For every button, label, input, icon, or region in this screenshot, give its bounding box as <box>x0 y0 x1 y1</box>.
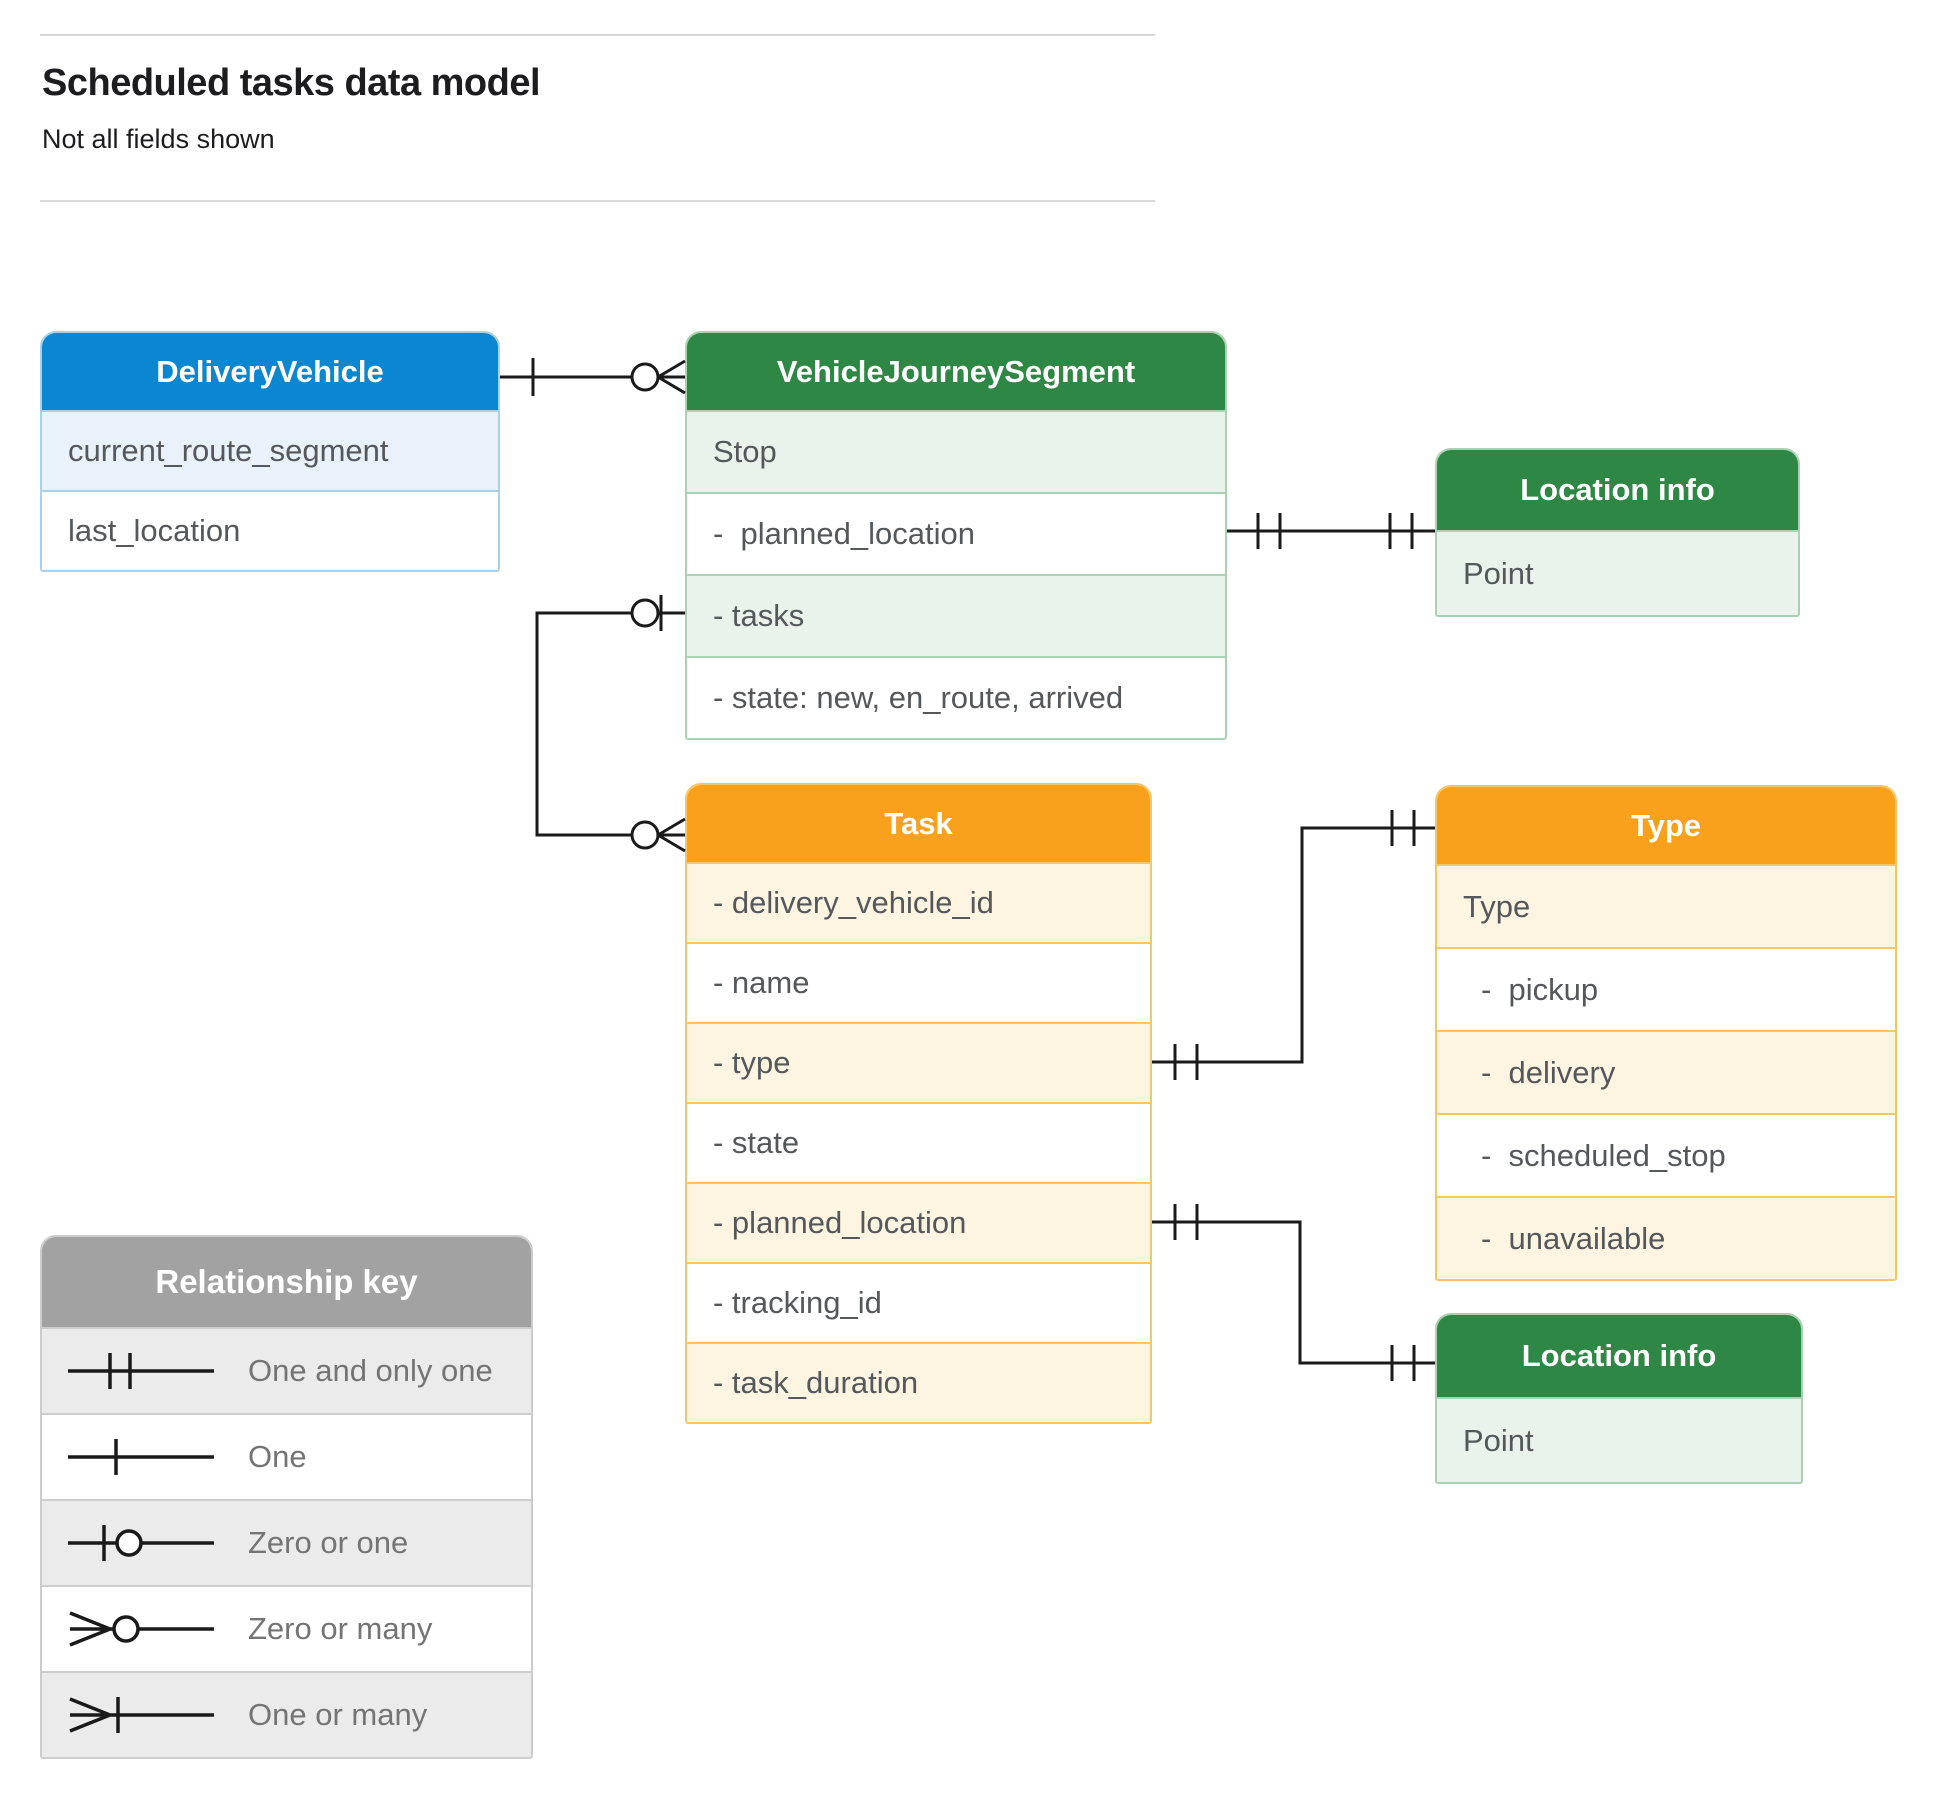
legend-item: One <box>42 1413 531 1499</box>
entity-task: Task - delivery_vehicle_id - name - type… <box>685 783 1152 1424</box>
one-or-many-symbol <box>69 1697 214 1733</box>
entity-vehicle-journey-segment: VehicleJourneySegment Stop - planned_loc… <box>685 331 1227 740</box>
entity-field: - state <box>687 1102 1150 1182</box>
entity-field: Point <box>1437 1397 1801 1482</box>
connector-vehiclejourneysegment-locationinfo <box>1227 513 1435 549</box>
entity-title: Location info <box>1437 450 1798 530</box>
entity-field: - planned_location <box>687 492 1225 574</box>
legend-label: One and only one <box>248 1353 493 1388</box>
entity-title: Location info <box>1437 1315 1801 1397</box>
entity-title: Type <box>1437 787 1895 864</box>
top-divider <box>40 34 1155 36</box>
legend-label: One <box>248 1439 307 1474</box>
entity-location-info-top: Location info Point <box>1435 448 1800 617</box>
entity-field: Point <box>1437 530 1798 615</box>
connector-deliveryvehicle-vehiclejourneysegment <box>500 358 686 396</box>
title-divider <box>40 200 1155 202</box>
entity-field: Stop <box>687 410 1225 492</box>
page-title: Scheduled tasks data model <box>42 62 541 104</box>
connector-task-type <box>1152 810 1435 1080</box>
entity-field: - pickup <box>1437 947 1895 1030</box>
one-and-only-one-symbol <box>68 1353 214 1389</box>
legend-item: One or many <box>42 1671 531 1757</box>
legend-item: Zero or one <box>42 1499 531 1585</box>
entity-type: Type Type - pickup - delivery - schedule… <box>1435 785 1897 1281</box>
entity-field: - unavailable <box>1437 1196 1895 1279</box>
entity-field: - tasks <box>687 574 1225 656</box>
entity-field: - delivery <box>1437 1030 1895 1113</box>
entity-location-info-bottom: Location info Point <box>1435 1313 1803 1484</box>
entity-field: - state: new, en_route, arrived <box>687 656 1225 738</box>
entity-field: Type <box>1437 864 1895 947</box>
zero-or-one-symbol <box>68 1525 214 1561</box>
entity-field: - tracking_id <box>687 1262 1150 1342</box>
legend-label: Zero or one <box>248 1525 409 1560</box>
entity-field: - type <box>687 1022 1150 1102</box>
zero-or-many-symbol <box>69 1611 214 1647</box>
entity-field: - name <box>687 942 1150 1022</box>
entity-field: - scheduled_stop <box>1437 1113 1895 1196</box>
entity-field: - delivery_vehicle_id <box>687 862 1150 942</box>
entity-field: last_location <box>42 490 498 570</box>
entity-title: VehicleJourneySegment <box>687 333 1225 410</box>
entity-title: DeliveryVehicle <box>42 333 498 410</box>
legend-label: Zero or many <box>248 1611 433 1646</box>
one-symbol <box>68 1439 214 1475</box>
relationship-key: Relationship key One and only one One Ze… <box>40 1235 533 1759</box>
entity-field: - planned_location <box>687 1182 1150 1262</box>
page-subtitle: Not all fields shown <box>42 124 275 154</box>
entity-field: - task_duration <box>687 1342 1150 1422</box>
entity-field: current_route_segment <box>42 410 498 490</box>
legend-item: Zero or many <box>42 1585 531 1671</box>
legend-item: One and only one <box>42 1327 531 1413</box>
connector-task-locationinfo <box>1152 1204 1435 1381</box>
entity-delivery-vehicle: DeliveryVehicle current_route_segment la… <box>40 331 500 572</box>
connector-vehiclejourneysegment-task <box>535 595 686 853</box>
legend-label: One or many <box>248 1697 428 1732</box>
relationship-key-title: Relationship key <box>42 1237 531 1327</box>
entity-title: Task <box>687 785 1150 862</box>
